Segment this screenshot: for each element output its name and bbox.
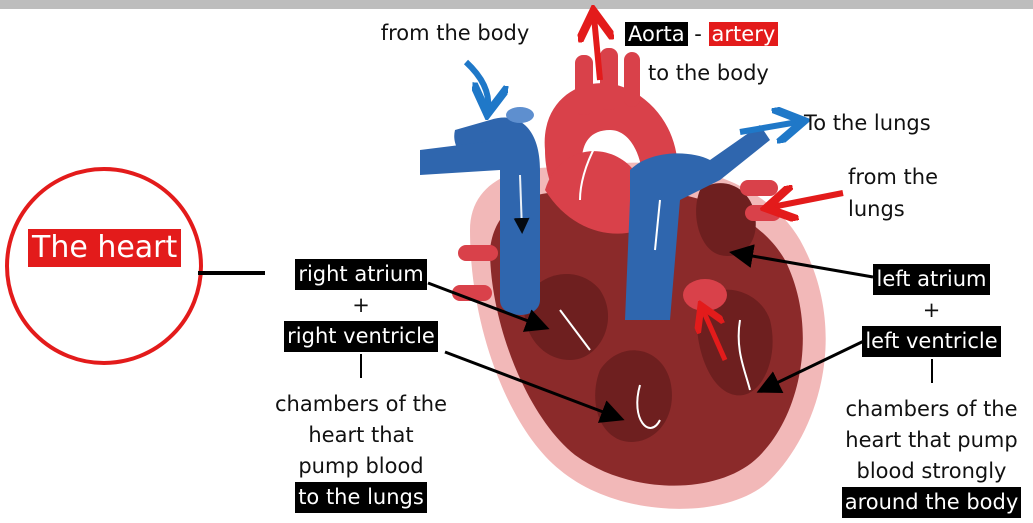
from-body-arrow (466, 62, 488, 108)
aorta-label: Aorta (625, 22, 688, 46)
from-body-label: from the body (360, 20, 550, 46)
left-side-block: left atrium + left ventricle chambers of… (833, 264, 1030, 518)
left-desc-line4: around the body (842, 487, 1022, 518)
left-atrium-label: left atrium (873, 264, 989, 295)
left-separator (931, 359, 933, 383)
right-atrium-label: right atrium (295, 259, 426, 290)
right-desc-line4: to the lungs (295, 482, 427, 513)
right-desc-line2: heart that (266, 420, 456, 451)
right-ventricle-label: right ventricle (284, 321, 438, 352)
from-lungs-label-line2: lungs (848, 196, 905, 222)
left-ventricle-label: left ventricle (862, 326, 1000, 357)
right-desc-line3: pump blood (266, 451, 456, 482)
aorta-artery-label: Aorta - artery (625, 21, 778, 47)
to-body-label: to the body (648, 60, 769, 86)
left-desc-line2: heart that pump (833, 425, 1030, 456)
artery-label: artery (709, 22, 779, 46)
title-label: The heart (28, 229, 181, 267)
from-lungs-label-line1: from the (848, 164, 938, 190)
heart-illustration (420, 48, 826, 509)
left-desc-line3: blood strongly (833, 456, 1030, 487)
from-lungs-arrow (772, 193, 843, 207)
right-side-block: right atrium + right ventricle chambers … (266, 259, 456, 513)
left-plus: + (833, 295, 1030, 326)
left-desc-line1: chambers of the (833, 394, 1030, 425)
right-desc-line1: chambers of the (266, 389, 456, 420)
right-separator (360, 354, 362, 378)
aorta-dash: - (694, 22, 702, 46)
to-lungs-arrow (740, 122, 798, 132)
to-lungs-label: To the lungs (804, 110, 931, 136)
aorta-arrow (594, 17, 600, 80)
right-plus: + (266, 290, 456, 321)
